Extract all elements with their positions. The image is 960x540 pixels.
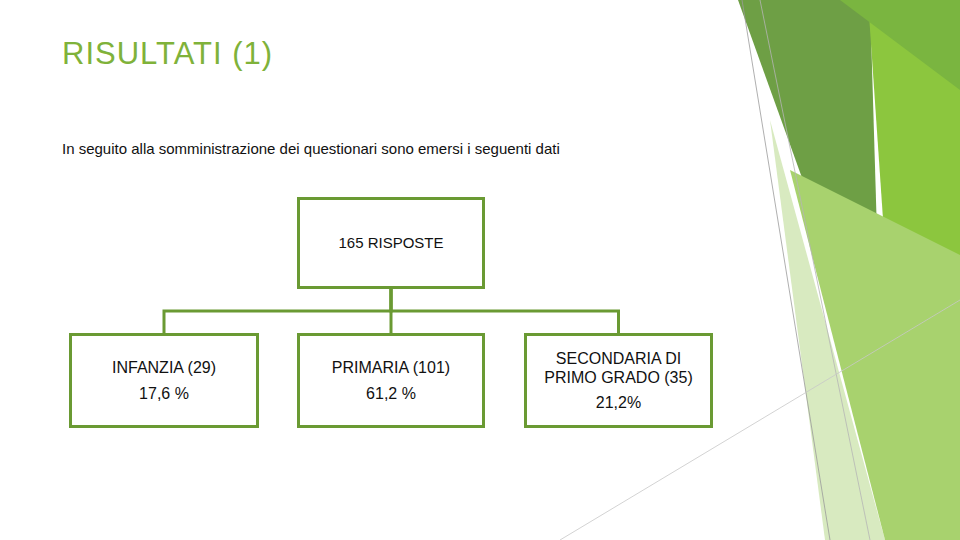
box-heading: 165 RISPOSTE (338, 234, 443, 252)
decor-line (760, 0, 870, 540)
box-heading: INFANZIA (29) (112, 358, 216, 377)
category-box: PRIMARIA (101) 61,2 % (297, 333, 485, 428)
tree-connector (164, 289, 391, 333)
box-heading: SECONDARIA DI PRIMO GRADO (35) (535, 349, 702, 387)
box-heading: PRIMARIA (101) (332, 358, 450, 377)
slide-title: RISULTATI (1) (62, 36, 273, 72)
category-box: INFANZIA (29) 17,6 % (69, 333, 259, 428)
decor-triangle (790, 170, 960, 540)
decor-line (742, 0, 830, 540)
box-value: 61,2 % (366, 384, 416, 403)
category-box: SECONDARIA DI PRIMO GRADO (35) 21,2% (524, 333, 713, 428)
root-box: 165 RISPOSTE (297, 197, 485, 289)
box-value: 21,2% (596, 393, 641, 412)
decor-triangle (840, 0, 960, 90)
intro-text: In seguito alla somministrazione dei que… (62, 140, 560, 157)
tree-connector (391, 289, 619, 333)
box-value: 17,6 % (139, 384, 189, 403)
